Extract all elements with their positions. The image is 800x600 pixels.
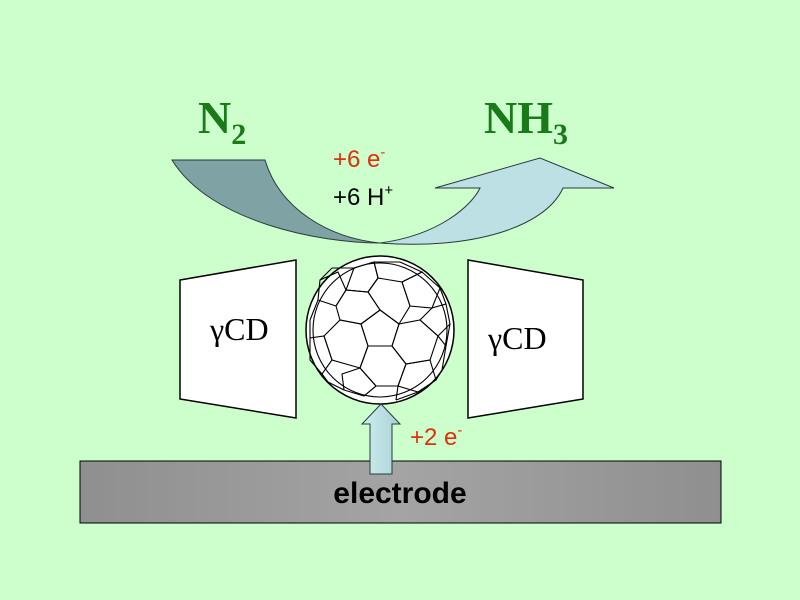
electrode — [79, 460, 722, 524]
product-base: NH — [484, 92, 553, 143]
left-cyclodextrin-label: γCD — [209, 311, 269, 347]
right-cyclodextrin — [467, 259, 584, 419]
reactant-base: N — [198, 92, 231, 143]
protons-label: +6 H+ — [333, 182, 393, 211]
electrons-bottom-label: +2 e- — [410, 422, 462, 451]
electrons-top-label: +6 e- — [333, 144, 385, 173]
left-cyclodextrin — [179, 259, 297, 419]
buckyball-icon — [305, 255, 455, 405]
product-nh3: NH3 — [484, 92, 568, 151]
reactant-n2: N2 — [198, 92, 246, 151]
reaction-arrow-right-half — [379, 157, 615, 245]
reaction-arrow-left-half — [171, 159, 381, 244]
right-cyclodextrin-label: γCD — [487, 320, 547, 356]
product-subscript: 3 — [553, 118, 568, 151]
electron-transfer-arrow — [360, 403, 402, 475]
reactant-subscript: 2 — [231, 118, 246, 151]
electrode-label: electrode — [333, 477, 466, 510]
